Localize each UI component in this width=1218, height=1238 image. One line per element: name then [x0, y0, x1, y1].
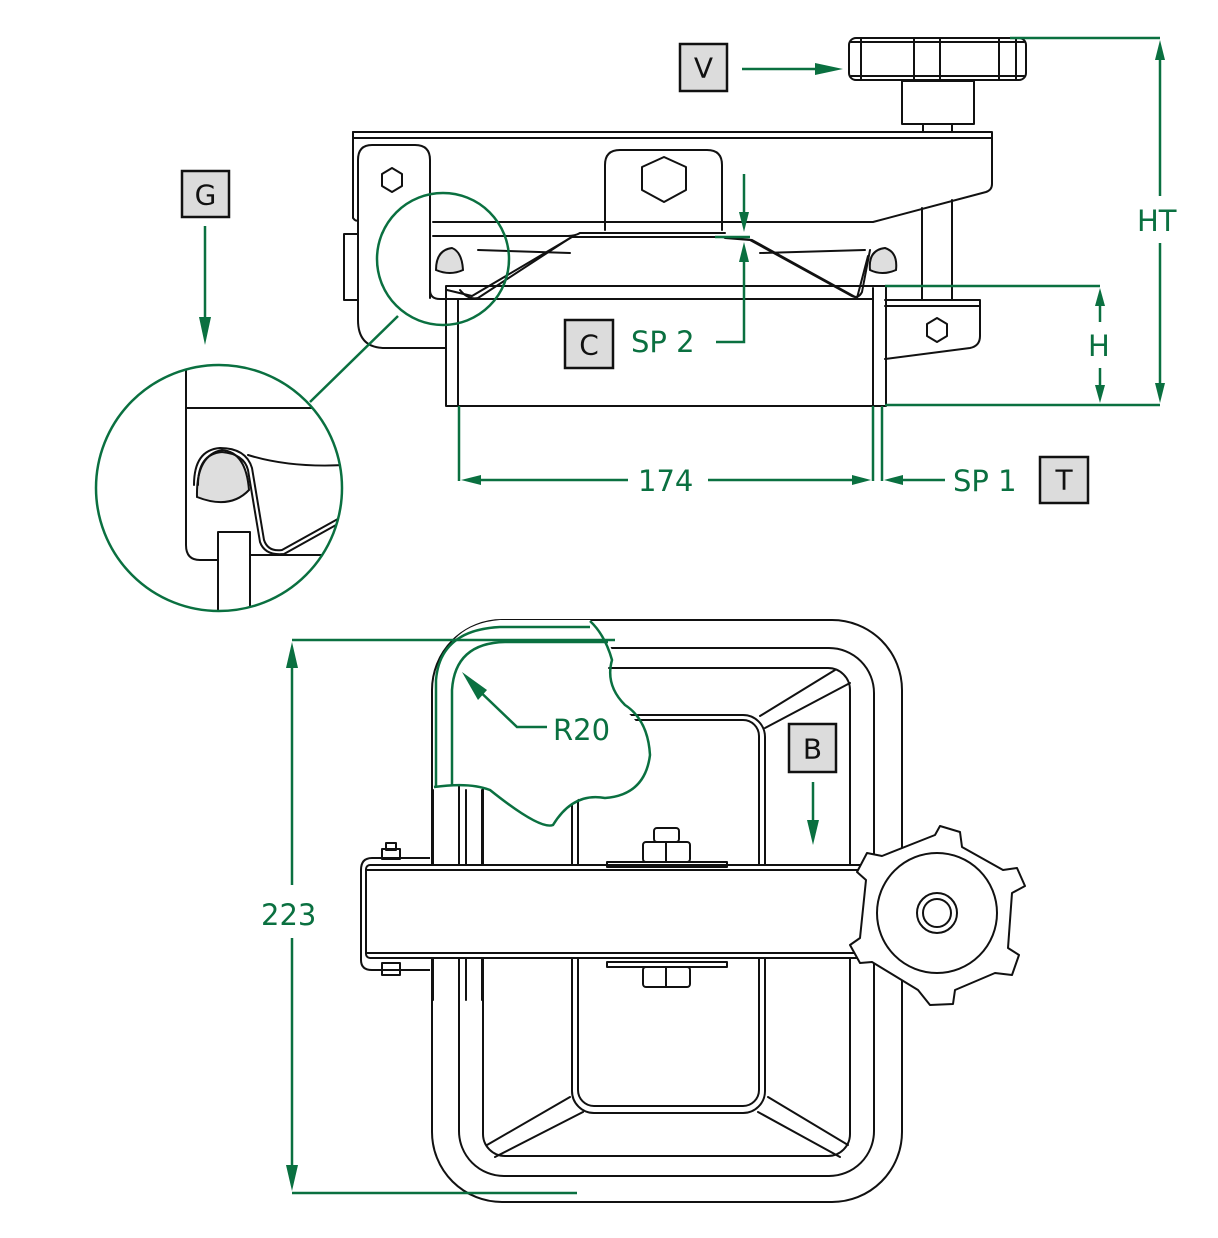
- dim-h-label: H: [1088, 329, 1110, 363]
- dimension-174: 174 SP 1: [457, 406, 1017, 498]
- callout-T: T: [1038, 455, 1090, 505]
- label-box-G: [180, 169, 231, 219]
- label-box-V: [678, 42, 729, 93]
- label-box-T: [1038, 455, 1090, 505]
- hex-nut-icon: [381, 167, 403, 193]
- dimension-223: 223: [261, 638, 615, 1195]
- detail-circle: [94, 363, 344, 613]
- clamping-bar: [360, 827, 887, 988]
- callout-B: B: [787, 722, 838, 845]
- label-V: V: [694, 52, 713, 85]
- dim-sp2-label: SP 2: [631, 325, 695, 359]
- knob: [848, 37, 1027, 133]
- dim-ht-label: HT: [1137, 204, 1177, 238]
- dimension-HT: HT: [1010, 36, 1177, 403]
- cutaway-outline: R20: [433, 620, 652, 827]
- detail-view-G: G: [94, 169, 344, 613]
- detail-marker-circle: [375, 191, 511, 327]
- label-T: T: [1054, 464, 1073, 497]
- dim-length-label: 223: [261, 898, 316, 932]
- side-view: SP 2 H HT 174: [309, 36, 1177, 505]
- label-box-C: [563, 318, 615, 370]
- callout-C: C: [563, 318, 615, 370]
- callout-V: V: [678, 42, 843, 93]
- clamp-bracket: [343, 131, 993, 360]
- hex-nut-icon: [926, 317, 948, 343]
- label-box-B: [787, 722, 838, 774]
- dimension-H: H: [885, 284, 1160, 407]
- detail-leader-line: [309, 315, 399, 403]
- label-C: C: [579, 329, 599, 362]
- hex-nut-icon: [641, 156, 687, 203]
- top-view: R20 B 223: [261, 619, 1026, 1203]
- dim-radius-label: R20: [553, 713, 610, 747]
- tank-body: [445, 285, 887, 407]
- label-B: B: [803, 733, 822, 766]
- dim-width-label: 174: [638, 464, 693, 498]
- dim-sp1-label: SP 1: [953, 464, 1017, 498]
- handwheel: [849, 825, 1026, 1006]
- label-G: G: [195, 179, 217, 212]
- dimension-SP2: SP 2: [631, 174, 750, 359]
